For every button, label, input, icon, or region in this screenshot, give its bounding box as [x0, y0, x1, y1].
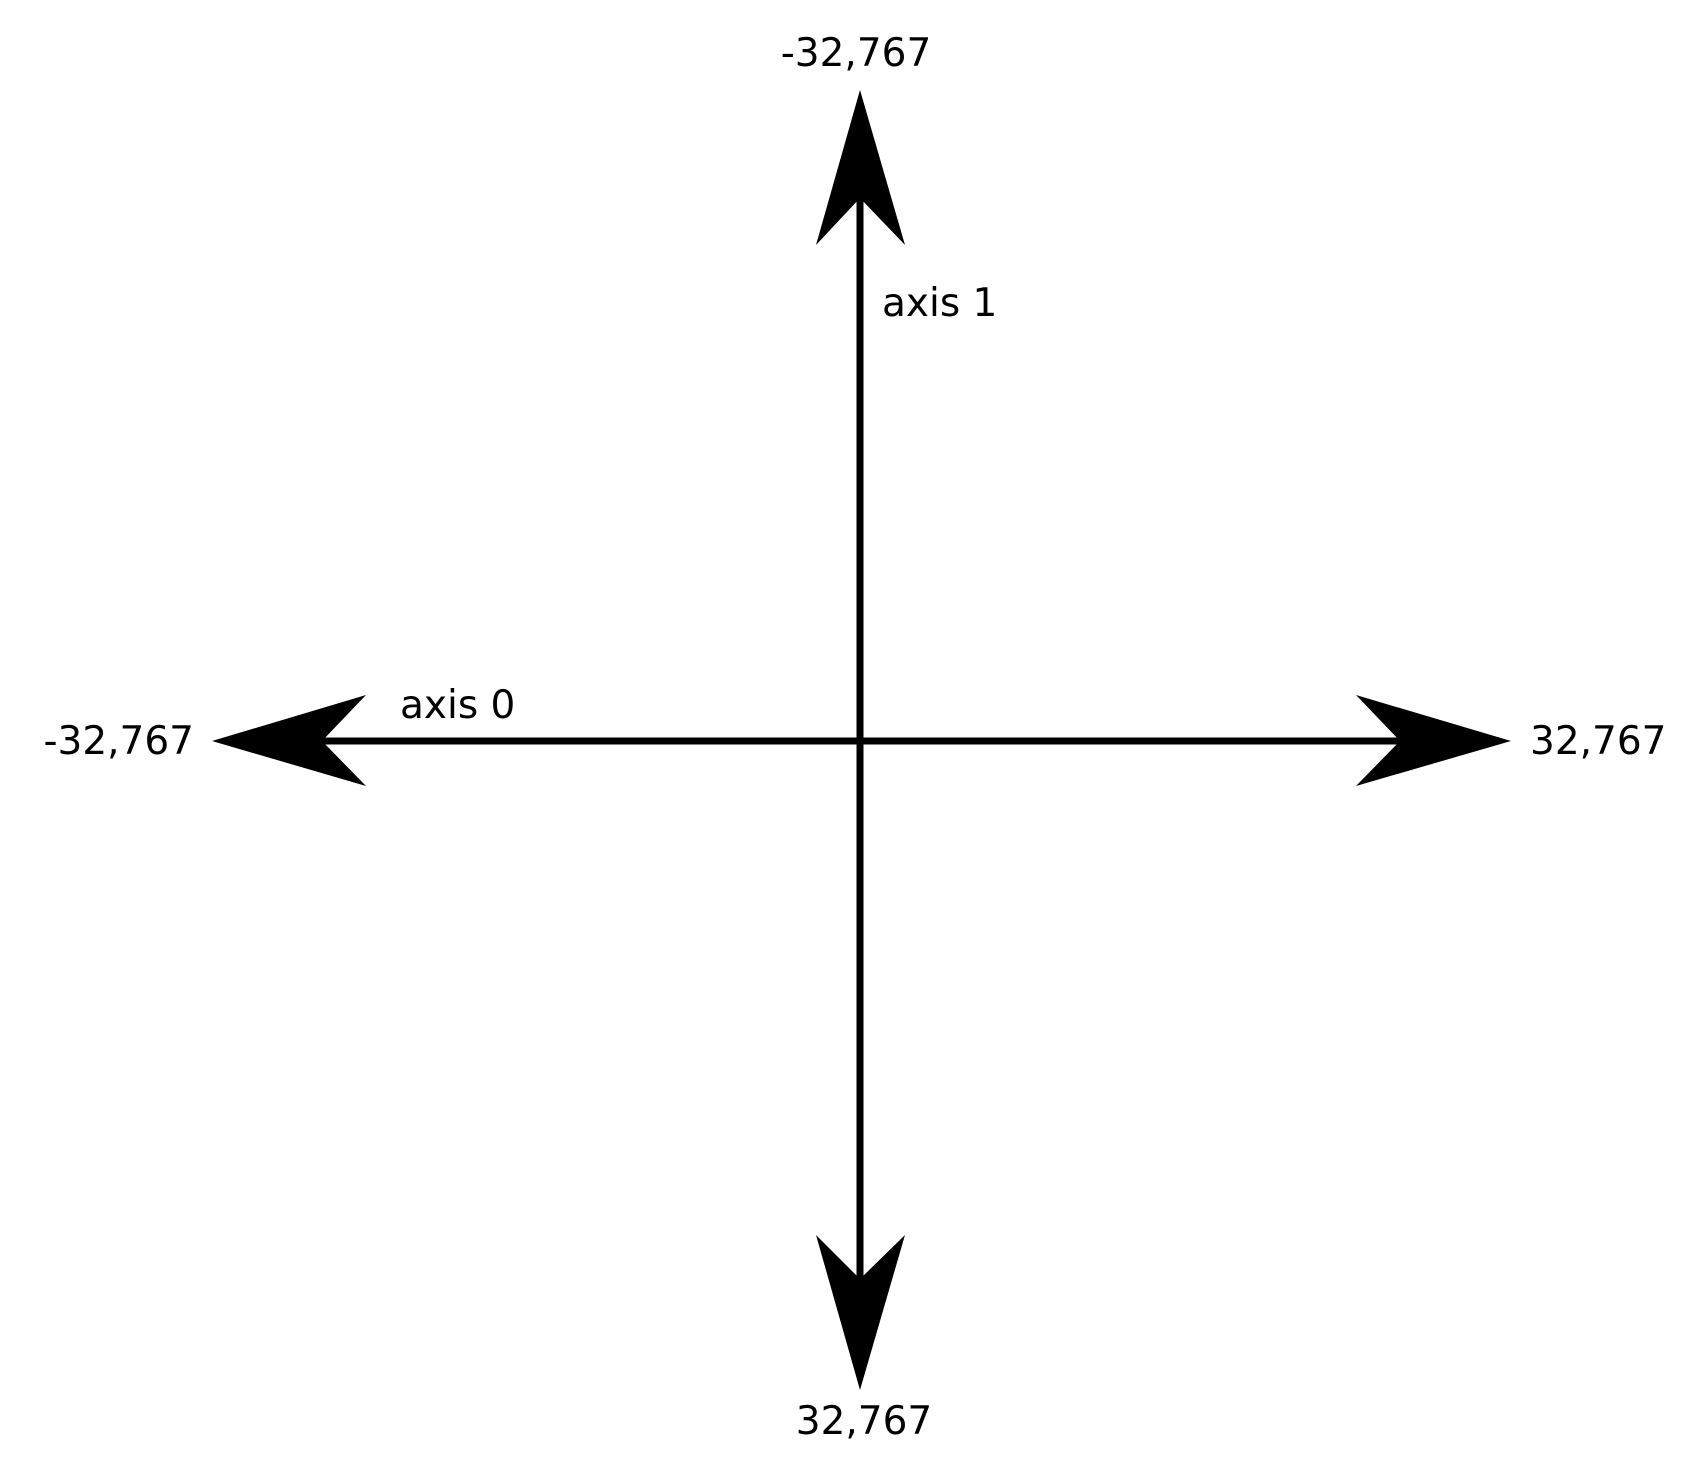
axis-1-max-label: 32,767 — [796, 1399, 932, 1444]
axis-1-arrow-down-icon — [816, 1235, 905, 1390]
axis-1-min-label: -32,767 — [781, 31, 932, 76]
axis-0-max-label: 32,767 — [1530, 719, 1666, 764]
axis-0-min-label: -32,767 — [43, 719, 194, 764]
axis-0-arrow-left-icon — [212, 695, 366, 786]
axis-1-arrow-up-icon — [816, 90, 905, 245]
axis-1-label: axis 1 — [882, 281, 997, 326]
axis-0-label: axis 0 — [400, 683, 515, 728]
axis-0-arrow-right-icon — [1356, 695, 1511, 786]
